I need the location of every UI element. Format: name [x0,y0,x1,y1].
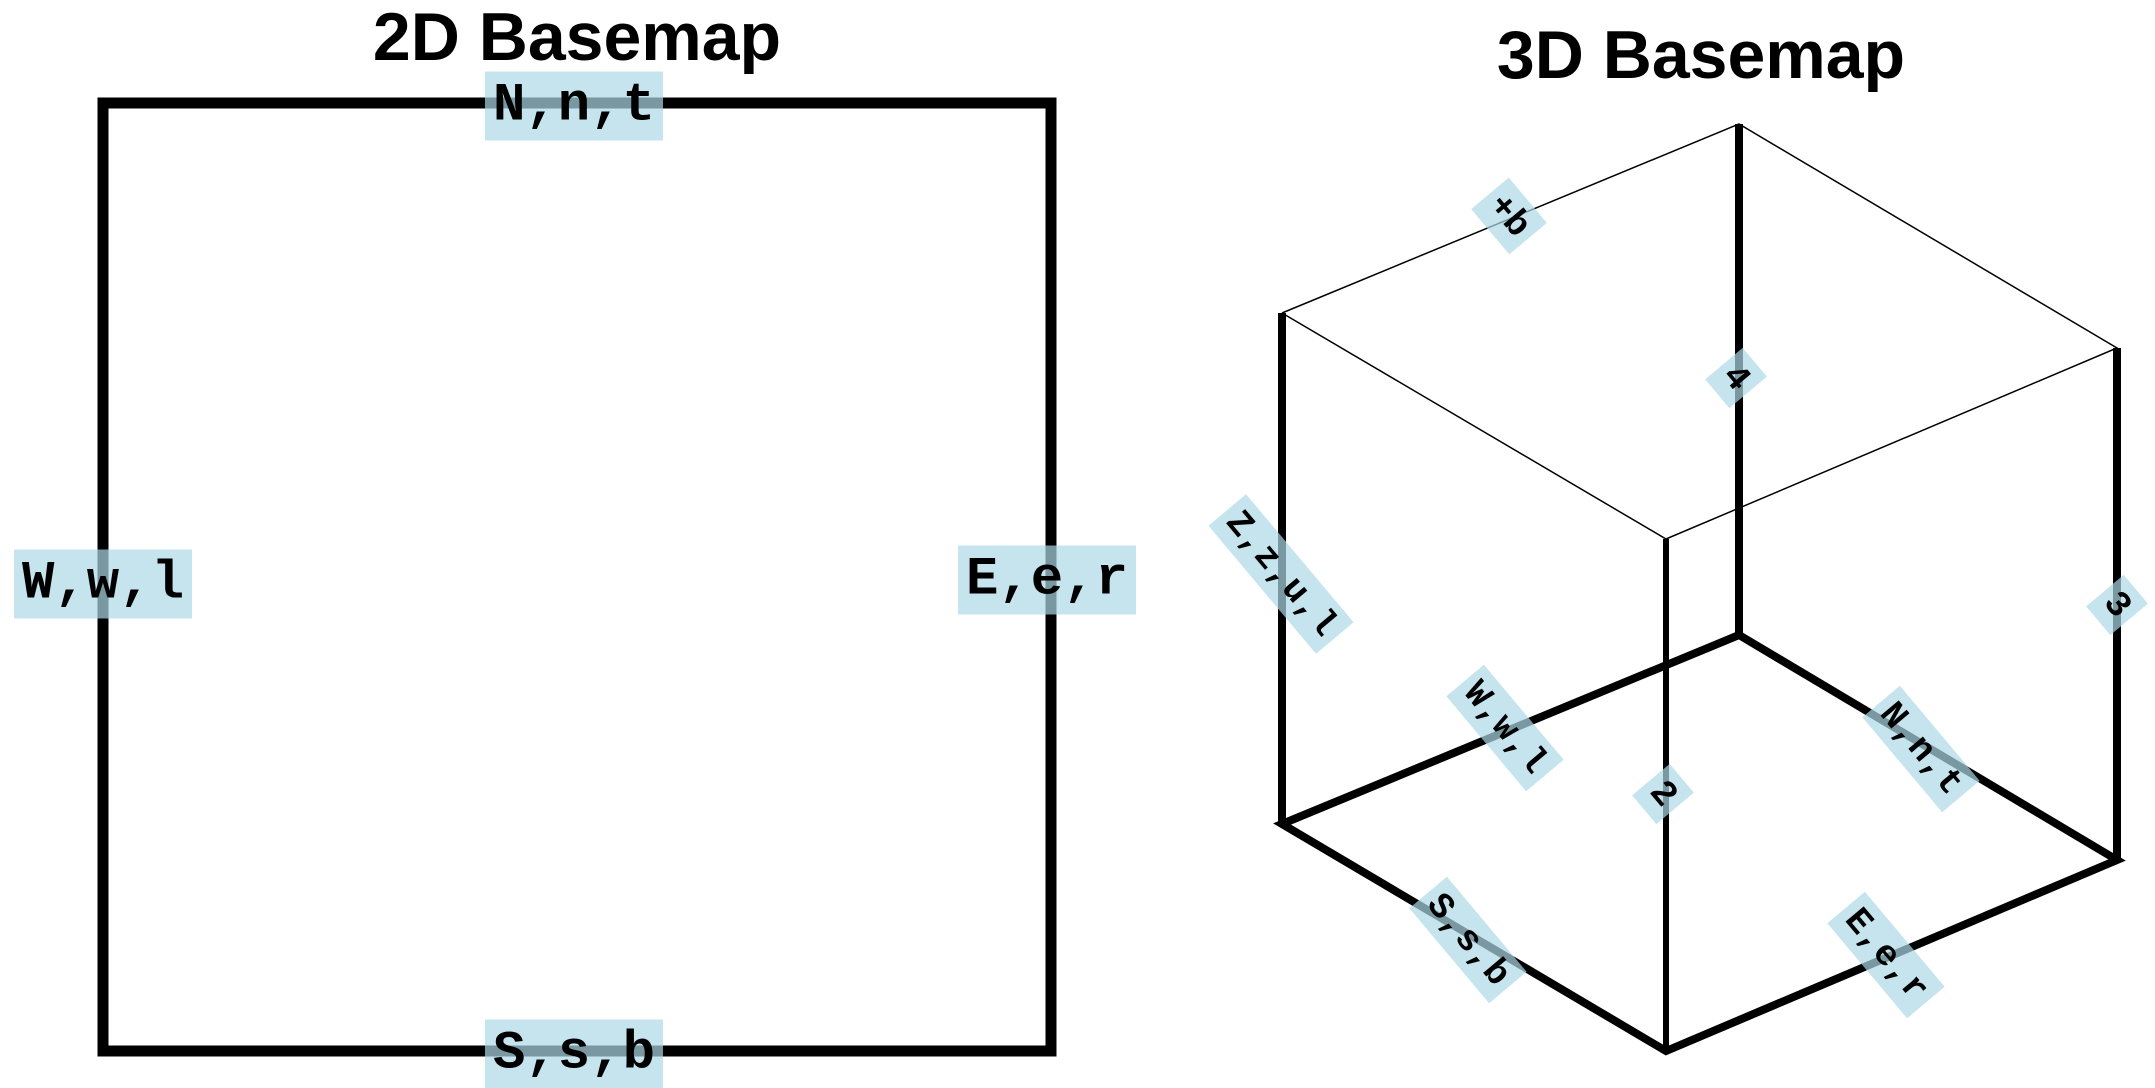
label-background [1827,891,1945,1019]
label-background [13,549,193,619]
label-text: N,n,t [493,76,655,137]
cube-3d [1273,123,2126,1056]
label-background [1208,494,1354,654]
label-3d-top: +b [1471,177,1547,255]
label-background [1632,763,1694,825]
label-background [1862,685,1980,813]
label-background [484,71,664,141]
label-2d-south: S,s,b [484,1019,664,1088]
label-3d-corner3: 3 [2086,574,2148,636]
label-text: S,s,b [1418,885,1519,994]
cube-bottom-edges [1273,630,2126,1056]
label-text: W,w,l [1455,673,1556,782]
frame-2d [97,97,1057,1057]
label-background [1446,664,1564,792]
label-background [1409,876,1527,1004]
label-background [1471,177,1547,255]
label-3d-north: N,n,t [1862,685,1980,813]
label-text: N,n,t [1871,694,1972,803]
label-3d-west: W,w,l [1446,664,1564,792]
title-3d: 3D Basemap [1497,17,1905,93]
label-background [1705,347,1767,409]
label-2d-west: W,w,l [13,549,193,619]
label-text: S,s,b [493,1024,655,1085]
cube-top-edges [1281,123,2119,540]
label-2d-east: E,e,r [957,545,1137,615]
label-2d-north: N,n,t [484,71,664,141]
label-background [484,1019,664,1088]
label-3d-east: E,e,r [1827,891,1945,1019]
label-3d-corner4: 4 [1705,347,1767,409]
label-background [2086,574,2148,636]
label-3d-south: S,s,b [1409,876,1527,1004]
label-background [957,545,1137,615]
label-text: E,e,r [1836,900,1937,1009]
title-2d: 2D Basemap [373,0,781,75]
label-text: W,w,l [22,554,184,615]
label-3d-corner2: 2 [1632,763,1694,825]
label-text: E,e,r [966,550,1128,611]
